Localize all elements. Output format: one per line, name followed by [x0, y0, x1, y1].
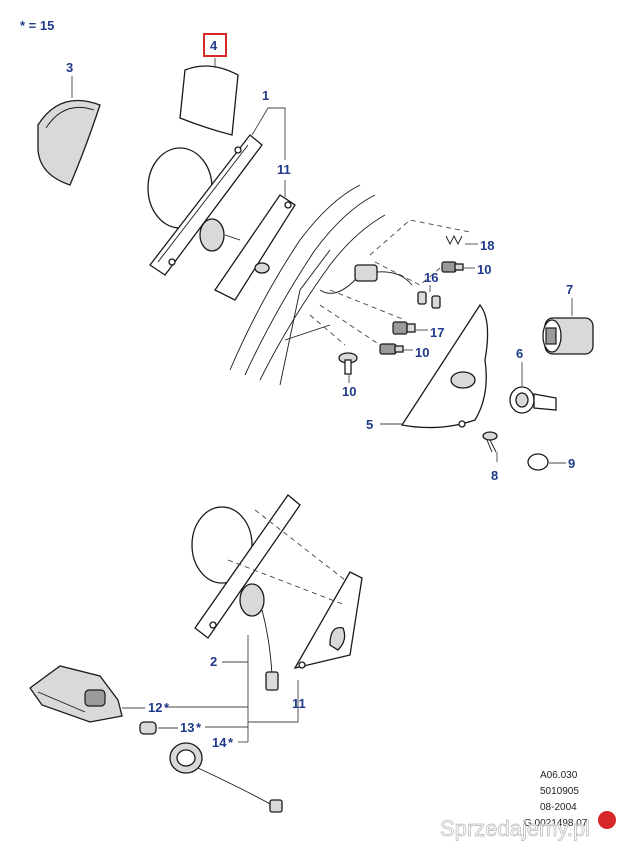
actuator-harness	[319, 264, 413, 294]
legend-star: * = 15	[20, 18, 54, 33]
ref-date: 08-2004	[540, 802, 577, 813]
part-11-upper-bracket	[214, 194, 296, 301]
part-1-mirror-assembly	[147, 134, 263, 276]
callout-18: 18	[480, 238, 494, 253]
star-14-marker: *	[228, 735, 234, 750]
callout-6: 6	[516, 346, 523, 361]
callout-10-top: 10	[477, 262, 491, 277]
part-4-mirror-glass	[179, 65, 239, 136]
part-10-screw-bottom	[338, 352, 358, 375]
ref-code-1: A06.030	[540, 770, 578, 781]
door-outline	[229, 184, 386, 386]
part-11-lower-bracket	[293, 571, 363, 669]
callout-8: 8	[491, 468, 498, 483]
star-13-marker: *	[196, 720, 202, 735]
part-13-bulb	[139, 721, 157, 735]
callout-9: 9	[568, 456, 575, 471]
part-9-clip	[527, 453, 549, 471]
callout-4: 4	[210, 38, 218, 53]
part-2-mirror-assembly	[191, 494, 301, 691]
watermark-badge-icon	[598, 811, 616, 829]
callout-11-upper: 11	[277, 162, 291, 177]
star-12-marker: *	[164, 700, 170, 715]
callout-5: 5	[366, 417, 373, 432]
part-8-screw	[482, 431, 498, 453]
callout-10-mid: 10	[415, 345, 429, 360]
callout-2: 2	[210, 654, 217, 669]
callout-17: 17	[430, 325, 444, 340]
part-14-motor	[169, 742, 283, 813]
part-3-glass-cover	[37, 99, 101, 186]
part-18-spring	[445, 234, 463, 246]
callout-12: 12	[148, 700, 162, 715]
callout-11-lower: 11	[292, 696, 306, 711]
callout-4-highlight	[203, 33, 227, 57]
callout-3: 3	[66, 60, 73, 75]
part-5-sail-cover	[400, 303, 489, 429]
callout-13: 13	[180, 720, 194, 735]
callout-10-bottom: 10	[342, 384, 356, 399]
callout-14: 14	[212, 735, 227, 750]
part-6-bulb-socket	[509, 386, 557, 414]
callout-1: 1	[262, 88, 269, 103]
part-16-clips	[417, 291, 441, 309]
part-12-puddle-lamp	[29, 665, 123, 723]
callout-7: 7	[566, 282, 573, 297]
ref-code-3: G 0021498 07	[524, 818, 588, 829]
part-10-screw-mid	[379, 343, 404, 355]
ref-code-2: 5010905	[540, 786, 579, 797]
callout-16: 16	[424, 270, 438, 285]
part-17-connector	[392, 321, 416, 335]
part-7-bulb-holder	[542, 317, 594, 355]
watermark-text: Sprzedajemy.pl	[440, 816, 590, 841]
part-10-screw-top	[441, 261, 464, 273]
